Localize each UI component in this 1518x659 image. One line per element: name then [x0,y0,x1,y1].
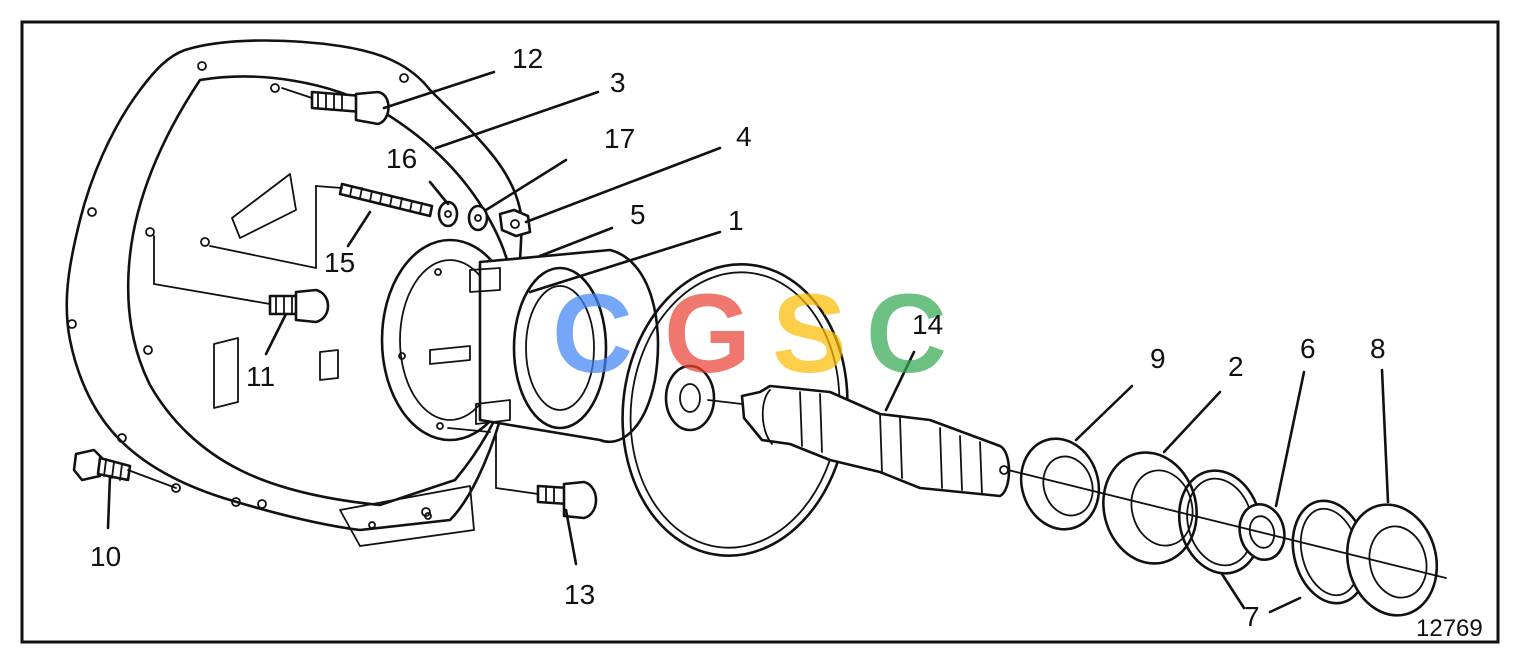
outer-bearing [1345,503,1439,617]
nut-4 [498,208,532,238]
watermark-letter-3: S [772,271,847,396]
watermark: C G S C [552,271,947,396]
callout-5: 5 [630,199,646,230]
callout-9: 9 [1150,343,1166,374]
bolt-13 [536,480,598,520]
callout-4: 4 [736,121,752,152]
callout-12: 12 [512,43,543,74]
callout-leaders [106,70,1390,614]
callout-7: 7 [1244,601,1260,632]
washer-16 [437,200,459,228]
watermark-letter-1: C [552,271,633,396]
callout-10: 10 [90,541,121,572]
callout-11: 11 [246,361,275,392]
bolt-10 [72,448,132,482]
bolt-12 [310,90,390,126]
callout-labels: 12 3 17 16 4 5 1 15 11 10 13 14 9 2 6 8 … [90,43,1483,642]
callout-6: 6 [1300,333,1316,364]
axis-line [1007,469,1447,579]
bearing-retainer [380,238,660,444]
callout-16: 16 [386,143,417,174]
assembly-lines [127,87,539,495]
callout-1: 1 [728,205,744,236]
input-shaft [707,384,1011,498]
main-bearing [1102,451,1198,565]
callout-8: 8 [1370,333,1386,364]
callout-3: 3 [610,67,626,98]
stud-15 [338,182,434,218]
seal [1019,437,1101,531]
figure-number: 12769 [1416,615,1483,642]
lockwasher-17 [467,204,489,232]
callout-17: 17 [604,123,635,154]
pilot-bearing [664,364,716,432]
callout-13: 13 [564,579,595,610]
callout-15: 15 [324,247,355,278]
watermark-letter-4: C [866,271,947,396]
callout-14: 14 [912,309,943,340]
bolt-11 [268,288,330,324]
callout-2: 2 [1228,351,1244,382]
watermark-letter-2: G [664,271,751,396]
